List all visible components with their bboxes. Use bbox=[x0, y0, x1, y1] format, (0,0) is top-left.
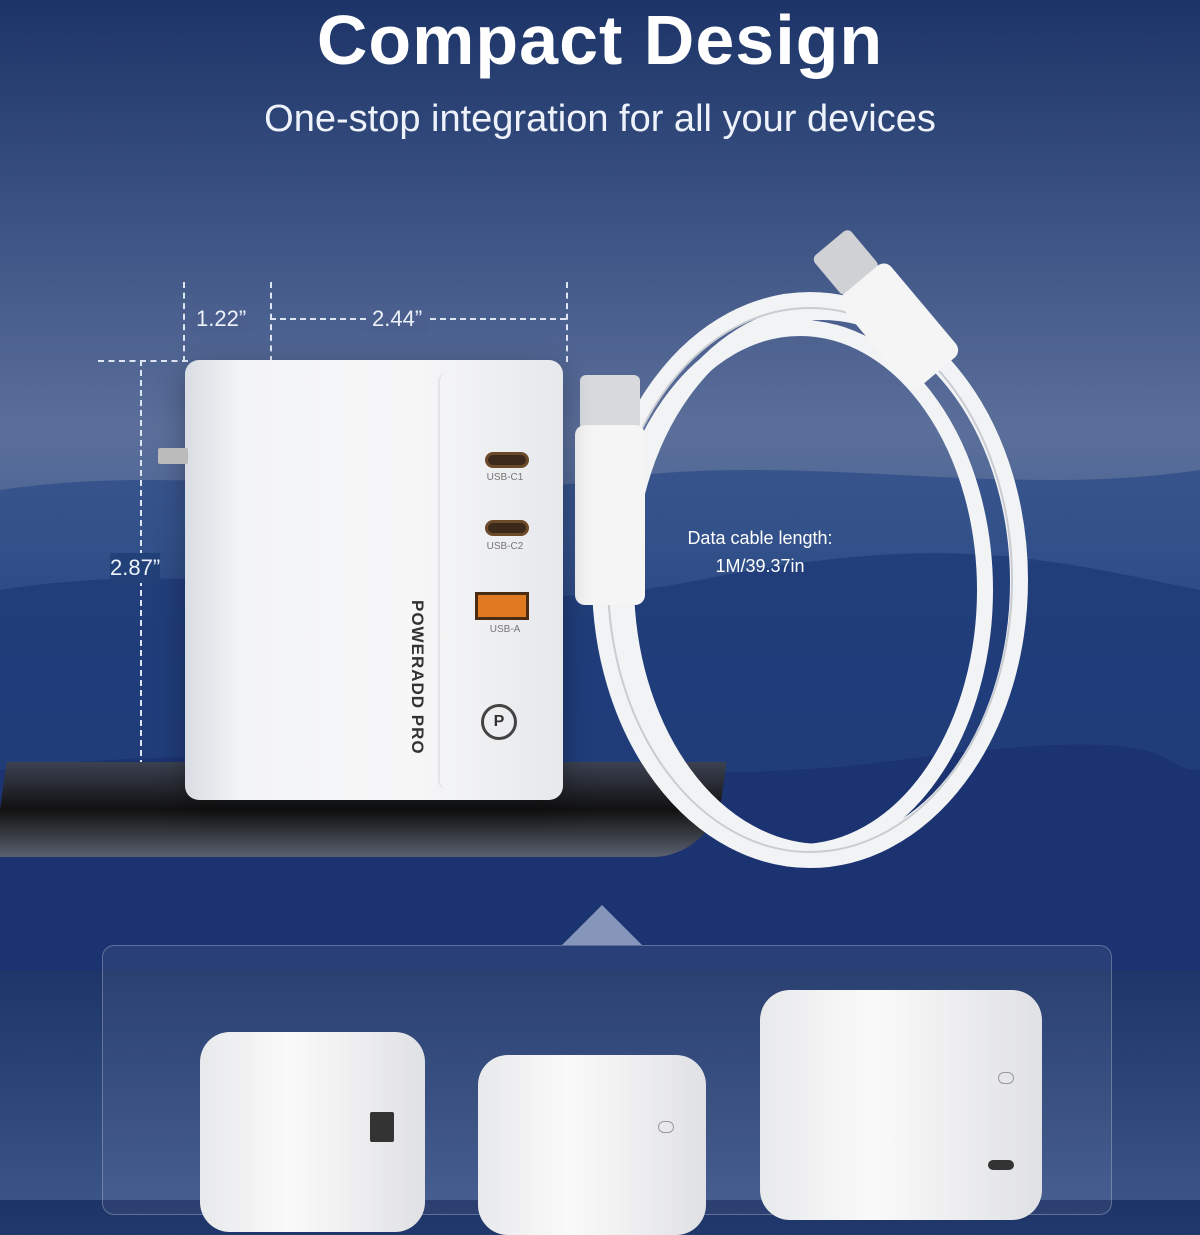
port-label: USB-C1 bbox=[486, 472, 524, 483]
cable-length-label: Data cable length: bbox=[687, 528, 833, 548]
cable-length-value: 1M/39.37in bbox=[715, 556, 805, 576]
cable-image bbox=[575, 230, 1028, 868]
height-label: 2.87” bbox=[110, 553, 161, 583]
plug-prong bbox=[158, 448, 188, 464]
page-title: Compact Design bbox=[316, 1, 884, 79]
brand-logo: P bbox=[481, 704, 517, 740]
dimension-line bbox=[270, 282, 272, 362]
comparison-charger-2 bbox=[478, 1055, 706, 1235]
charger-image: USB-C1 USB-C2 USB-A POWERADD PRO P bbox=[185, 360, 563, 800]
port-label: USB-A bbox=[489, 624, 521, 635]
width-label: 2.44” bbox=[366, 306, 429, 332]
cable-length-note: Data cable length: 1M/39.37in bbox=[660, 524, 860, 580]
usb-c-port-icon bbox=[485, 520, 529, 536]
usb-c-port-icon bbox=[485, 452, 529, 468]
port-label: USB-C2 bbox=[486, 541, 524, 552]
comparison-charger-3 bbox=[760, 990, 1042, 1220]
arrow-up-icon bbox=[562, 905, 642, 945]
dimension-line bbox=[566, 282, 568, 362]
brand-text: POWERADD PRO bbox=[408, 600, 427, 755]
page-subtitle: One-stop integration for all your device… bbox=[264, 98, 936, 140]
dimension-line bbox=[183, 282, 185, 362]
depth-label: 1.22” bbox=[192, 306, 251, 332]
dimension-line bbox=[98, 360, 188, 362]
comparison-charger-1 bbox=[200, 1032, 425, 1232]
port-panel bbox=[438, 372, 550, 790]
usb-a-port-icon bbox=[475, 592, 529, 620]
